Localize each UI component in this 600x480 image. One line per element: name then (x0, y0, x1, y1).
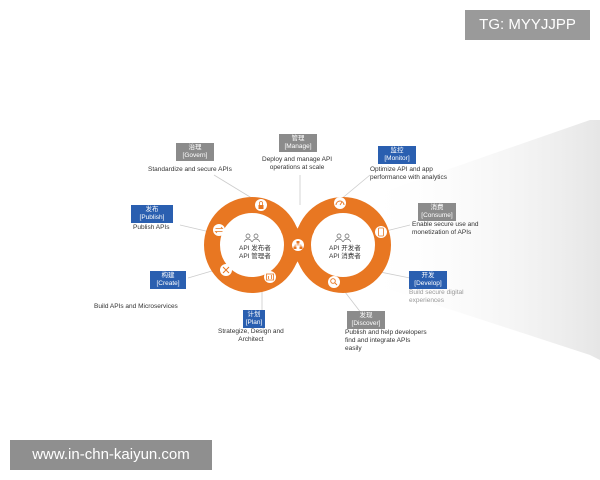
watermark-top: TG: MYYJJPP (465, 10, 590, 40)
hierarchy-icon (292, 239, 304, 251)
gauge-icon (334, 197, 346, 209)
mobile-icon (375, 226, 387, 238)
monitor-cn: 监控 (390, 147, 404, 154)
publish-cn: 发布 (145, 206, 159, 213)
publisher-label-line2: API 管理者 (239, 253, 271, 260)
develop-en: [Develop] (414, 280, 442, 287)
plan-desc-line: Architect (238, 336, 264, 343)
stage-badge-create: 构建 [Create] (150, 271, 186, 289)
consume-desc-line: monetization of APIs (412, 229, 472, 236)
monitor-en: [Monitor] (384, 155, 410, 162)
developer-label-line2: API 消费者 (329, 253, 361, 260)
consume-cn: 消费 (430, 204, 444, 211)
search-icon (328, 276, 340, 288)
discover-desc-line: Publish and help developers (345, 329, 427, 336)
publisher-label: API 发布者 API 管理者 (239, 245, 271, 261)
publish-en: [Publish] (139, 214, 165, 221)
developer-label: API 开发者 API 消费者 (329, 245, 361, 261)
consume-en: [Consume] (421, 212, 453, 219)
publisher-hub (227, 220, 277, 270)
people-icon (244, 233, 260, 243)
monitor-desc-line: performance with analytics (370, 174, 447, 181)
publish-desc: Publish APIs (133, 224, 170, 232)
publish-desc-line: Publish APIs (133, 224, 170, 231)
create-desc: Build APIs and Microservices (94, 303, 178, 311)
develop-cn: 开发 (421, 272, 435, 279)
stage-badge-monitor: 监控 [Monitor] (378, 146, 416, 164)
manage-desc-line: operations at scale (269, 164, 325, 171)
develop-desc: Build secure digital experiences (409, 289, 464, 305)
consume-desc: Enable secure use and monetization of AP… (412, 221, 479, 237)
plan-cn: 计划 (247, 311, 261, 318)
stage-badge-govern: 治理 [Govern] (176, 143, 214, 161)
manage-desc: Deploy and manage API operations at scal… (262, 156, 332, 172)
discover-desc: Publish and help developers find and int… (345, 329, 427, 353)
plan-en: [Plan] (245, 319, 263, 326)
tools-icon (220, 264, 232, 276)
create-cn: 构建 (161, 272, 175, 279)
develop-desc-line: Build secure digital (409, 289, 464, 296)
monitor-desc-line: Optimize API and app (370, 166, 433, 173)
govern-en: [Govern] (182, 152, 208, 159)
developer-label-line1: API 开发者 (329, 245, 361, 252)
manage-desc-line: Deploy and manage API (262, 156, 333, 163)
plan-desc-line: Strategize, Design and (218, 328, 284, 335)
develop-desc-line: experiences (409, 297, 445, 304)
govern-cn: 治理 (188, 144, 202, 151)
developer-hub (318, 220, 368, 270)
discover-desc-line: find and integrate APIs (345, 337, 411, 344)
lock-icon (255, 199, 267, 211)
plan-desc: Strategize, Design and Architect (218, 328, 284, 344)
chart-icon (264, 271, 276, 283)
discover-desc-line: easily (345, 345, 362, 352)
watermark-bottom: www.in-chn-kaiyun.com (10, 440, 212, 470)
create-desc-line: Build APIs and Microservices (94, 303, 178, 310)
publisher-label-line1: API 发布者 (239, 245, 271, 252)
manage-cn: 管理 (291, 135, 305, 142)
stage-badge-consume: 消费 [Consume] (418, 203, 456, 221)
consume-desc-line: Enable secure use and (412, 221, 479, 228)
govern-desc: Standardize and secure APIs (148, 166, 232, 174)
stage-badge-publish: 发布 [Publish] (131, 205, 173, 223)
background-light-shape (360, 120, 600, 360)
discover-cn: 发现 (359, 312, 373, 319)
people-icon (335, 233, 351, 243)
arrows-icon (213, 224, 225, 236)
stage-badge-discover: 发现 [Discover] (347, 311, 385, 329)
monitor-desc: Optimize API and app performance with an… (370, 166, 447, 182)
stage-badge-develop: 开发 [Develop] (409, 271, 447, 289)
govern-desc-line: Standardize and secure APIs (148, 166, 232, 173)
manage-en: [Manage] (284, 143, 312, 150)
create-en: [Create] (156, 280, 180, 287)
stage-badge-manage: 管理 [Manage] (279, 134, 317, 152)
stage-badge-plan: 计划 [Plan] (243, 310, 265, 328)
discover-en: [Discover] (351, 320, 381, 327)
